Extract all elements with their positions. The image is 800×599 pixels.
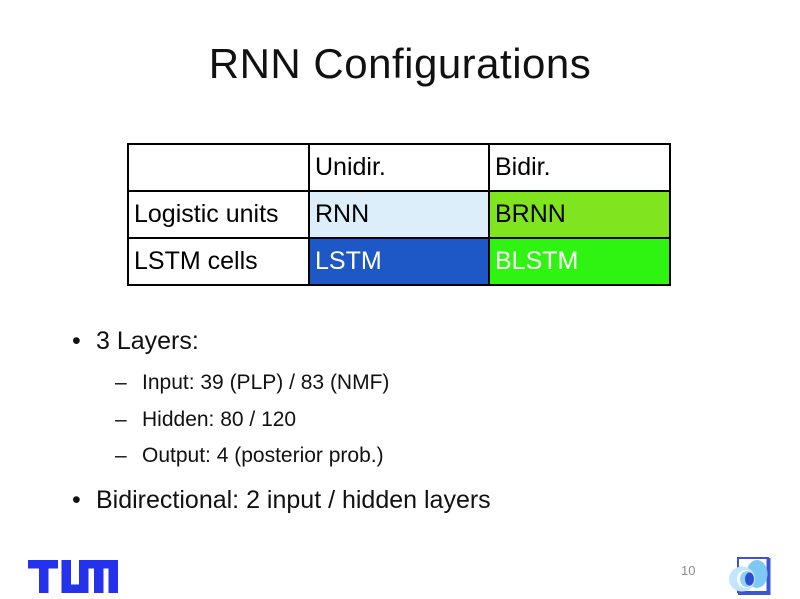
bullet-dash: – [115,371,127,394]
bullet-dot: • [72,486,81,514]
cell-brnn: BRNN [488,190,671,239]
table-header-bidir: Bidir. [488,143,671,192]
cell-rnn: RNN [308,190,490,239]
sub-bullet-hidden: – Hidden: 80 / 120 [115,408,296,432]
table-header-row: Unidir. Bidir. [127,143,671,192]
cell-blstm: BLSTM [488,237,671,286]
bullet-dash: – [115,408,127,431]
sub-bullet-input: – Input: 39 (PLP) / 83 (NMF) [115,371,389,395]
bullet-3-layers: • 3 Layers: [72,327,199,356]
cell-lstm: LSTM [308,237,490,286]
bullet-text: Input: 39 (PLP) / 83 (NMF) [142,371,390,394]
bullet-text: 3 Layers: [96,327,199,355]
page-number: 10 [681,563,696,578]
sub-bullet-output: – Output: 4 (posterior prob.) [115,444,384,468]
table-row-lstm: LSTM cells LSTM BLSTM [127,237,671,286]
page-title: RNN Configurations [208,40,592,87]
table-header-unidir: Unidir. [308,143,490,192]
table-header-blank [127,143,310,192]
bullet-bidirectional: • Bidirectional: 2 input / hidden layers [72,486,491,515]
tum-logo [28,560,118,593]
row-label-lstm-cells: LSTM cells [127,237,310,286]
bullet-text: Bidirectional: 2 input / hidden layers [96,486,491,514]
rnn-config-table: Unidir. Bidir. Logistic units RNN BRNN L… [127,143,671,286]
bullet-text: Hidden: 80 / 120 [142,408,297,431]
institute-logo [729,557,771,595]
bullet-dot: • [72,327,81,355]
table-row-logistic: Logistic units RNN BRNN [127,190,671,239]
bullet-text: Output: 4 (posterior prob.) [142,444,384,467]
row-label-logistic-units: Logistic units [127,190,310,239]
bullet-dash: – [115,444,127,467]
